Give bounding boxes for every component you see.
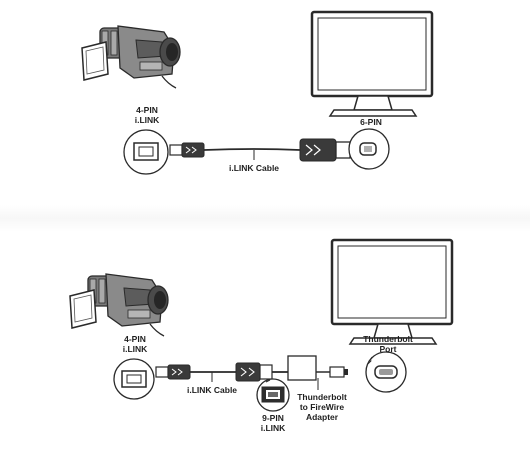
camcorder-port-label: 4-PIN i.LINK xyxy=(122,334,148,354)
top-diagram-drawing xyxy=(81,10,434,175)
adapter-icon xyxy=(272,355,348,381)
cable-plug-icon xyxy=(299,138,351,162)
monitor-icon xyxy=(310,10,434,118)
camcorder-icon xyxy=(69,273,169,337)
bottom-diagram-drawing xyxy=(69,238,454,412)
cable-plug-icon xyxy=(155,364,191,380)
camcorder-icon xyxy=(81,25,181,89)
camcorder-port-label: 4-PIN i.LINK xyxy=(134,105,160,125)
cable-plug-icon xyxy=(169,142,205,158)
top-diagram: 4-PIN i.LINK 6-PIN i.LINK Cable xyxy=(0,0,530,205)
bottom-diagram: 4-PIN i.LINK i.LINK Cable 9-PIN i.LINK T… xyxy=(0,232,530,450)
cable-plug-icon xyxy=(235,362,273,382)
port-closeup-icon xyxy=(348,128,390,170)
cable-line xyxy=(203,148,301,151)
port-leader-line xyxy=(265,379,271,383)
port-closeup-icon xyxy=(123,129,169,175)
port-closeup-icon xyxy=(256,378,290,412)
cable-label: i.LINK Cable xyxy=(228,163,280,173)
monitor-port-label: Thunderbolt Port xyxy=(363,334,413,354)
port-closeup-icon xyxy=(113,358,155,400)
cable-label: i.LINK Cable xyxy=(186,385,238,395)
panel-separator xyxy=(0,205,530,232)
monitor-icon xyxy=(330,238,454,346)
middle-port-label: 9-PIN i.LINK xyxy=(260,413,286,433)
port-closeup-icon xyxy=(365,351,407,393)
adapter-label: Thunderbolt to FireWire Adapter xyxy=(297,392,347,422)
monitor-port-label: 6-PIN xyxy=(360,117,382,127)
